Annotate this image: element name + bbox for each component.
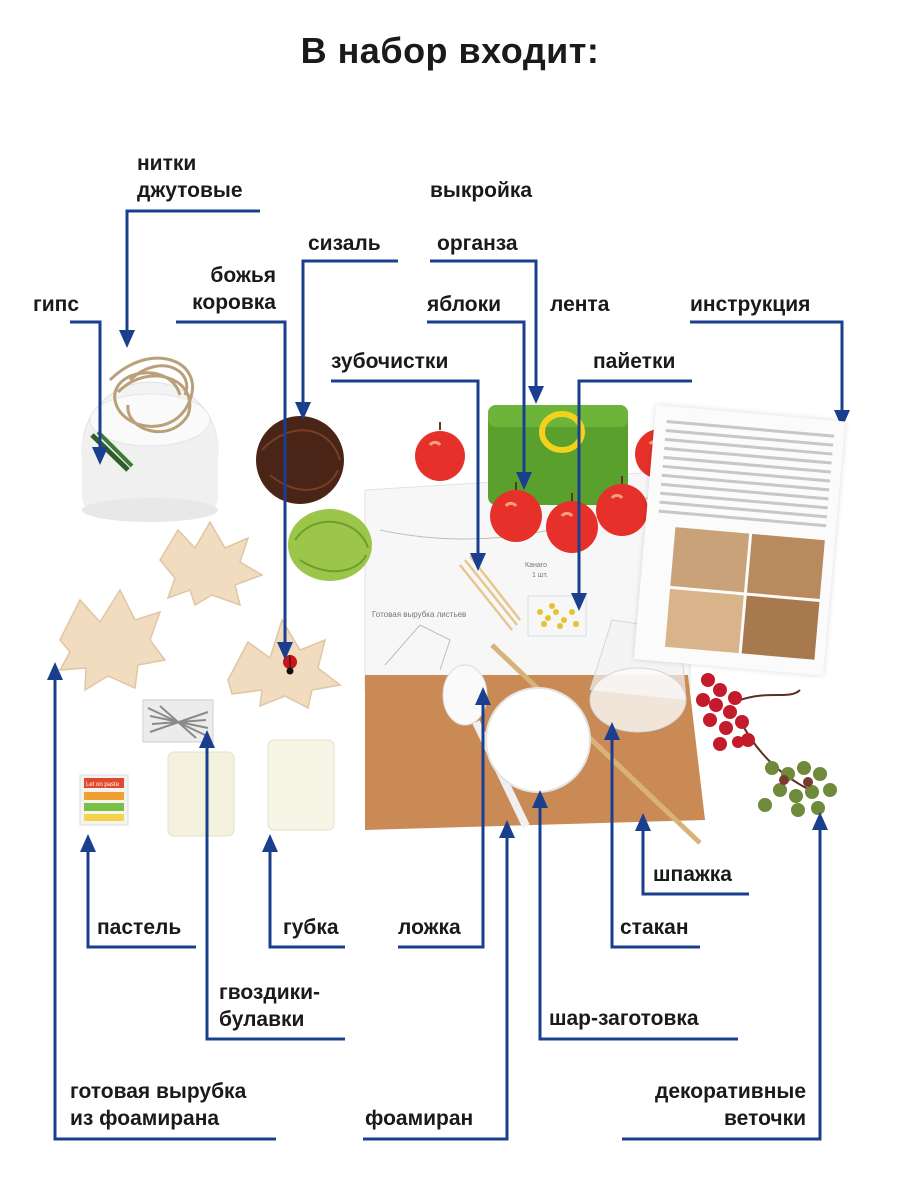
pastel-text: Let on paste [86,782,120,788]
label-apples: яблоки [427,293,502,316]
label-pattern: выкройка [430,179,533,202]
decorative-branches [696,673,837,817]
foam-ball [485,687,591,793]
ladybug [283,655,297,675]
label-skewer: шпажка [653,863,732,886]
green-sticks [90,430,134,472]
gypsum-jar [81,381,219,522]
label-sequins: пайетки [593,350,676,373]
label-toothpicks: зубочистки [331,350,449,373]
bag-caption-2: 1 шт. [532,572,548,579]
label-instruction: инструкция [690,293,811,316]
label-spoon: ложка [398,916,461,939]
label-pastel: пастель [97,916,182,939]
label-pins: гвоздики-булавки [219,981,321,1031]
label-ribbon: лента [550,293,610,316]
label-foamiran: фоамиран [365,1107,474,1130]
label-foam-ball: шар-заготовка [549,1007,699,1030]
label-organza: органза [437,232,518,255]
label-gypsum: гипс [33,293,80,316]
sisal-brown [256,416,344,504]
leader-lines [47,209,850,1141]
page-title: В набор входит: [300,30,600,71]
pastel-pack: Let on paste [79,774,129,826]
label-sisal: сизаль [308,232,381,255]
skewer [490,643,702,845]
bag-caption-1: Канаго [525,562,547,569]
instruction-photos [664,527,825,660]
sponge-right [267,739,335,831]
jute-twine [108,356,194,434]
pins-pack [142,699,214,743]
label-cup: стакан [620,916,689,939]
sheet-caption: Готовая вырубка листьев [372,610,466,619]
sisal-green [288,509,372,581]
label-sponge: губка [283,916,339,939]
sponge-left [167,751,235,837]
instruction-booklet [633,405,846,676]
